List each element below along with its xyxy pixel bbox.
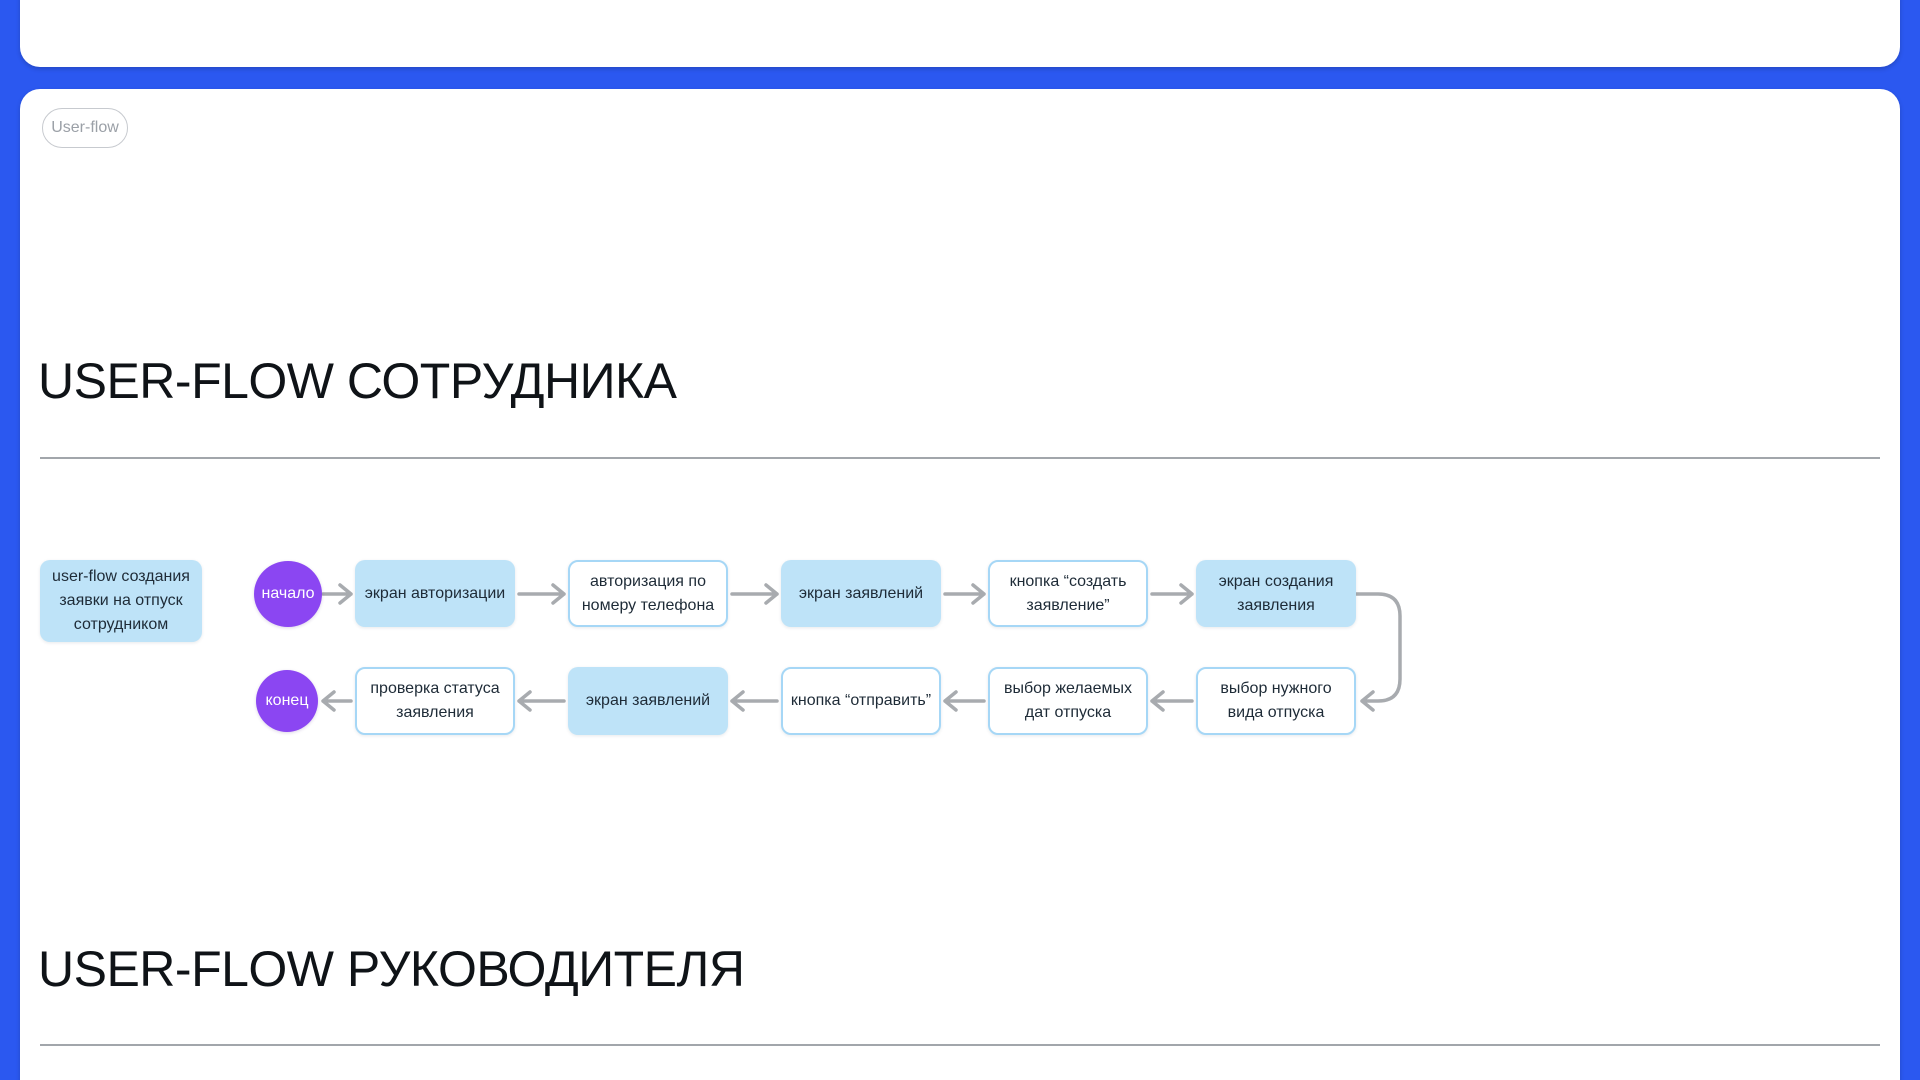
- node-status-check-label: проверка статуса заявления: [370, 680, 500, 721]
- node-auth-screen-label: экран авторизации: [364, 584, 506, 602]
- user-flow-badge[interactable]: User-flow: [42, 108, 128, 148]
- top-frame-card: [20, 0, 1900, 67]
- employee-section-divider: [40, 457, 1880, 459]
- userflow-frame-card: User-flow USER-FLOW СОТРУДНИКА user-flow…: [20, 89, 1900, 1080]
- node-requests-screen-label: экран заявлений: [798, 584, 924, 602]
- node-auth-screen[interactable]: экран авторизации: [355, 560, 515, 627]
- manager-section-title: USER-FLOW РУКОВОДИТЕЛЯ: [38, 941, 745, 997]
- node-vacation-dates-label: выбор желаемых дат отпуска: [1003, 680, 1133, 721]
- node-phone-auth[interactable]: авторизация по номеру телефона: [568, 560, 728, 627]
- node-requests-screen[interactable]: экран заявлений: [781, 560, 941, 627]
- node-vacation-dates[interactable]: выбор желаемых дат отпуска: [988, 667, 1148, 735]
- arrow-auth-screen-to-phone-auth: [517, 583, 566, 605]
- arrow-phone-auth-to-requests: [730, 583, 779, 605]
- employee-userflow-diagram: user-flow создания заявки на отпуск сотр…: [20, 89, 1900, 1080]
- node-vacation-type[interactable]: выбор нужного вида отпуска: [1196, 667, 1356, 735]
- arrow-status-check-to-end: [321, 690, 353, 712]
- flow-start-label: начало: [261, 585, 315, 602]
- arrow-dates-to-send-button: [943, 690, 986, 712]
- user-flow-badge-label: User-flow: [51, 119, 119, 136]
- flow-end-label: конец: [265, 692, 309, 709]
- node-create-request-screen-label: экран создания заявления: [1218, 572, 1334, 614]
- arrow-vacation-type-to-dates: [1150, 690, 1194, 712]
- node-requests-screen-2-label: экран заявлений: [585, 692, 711, 709]
- flow-note-text: user-flow создания заявки на отпуск сотр…: [52, 568, 190, 633]
- node-status-check[interactable]: проверка статуса заявления: [355, 667, 515, 735]
- connector-create-screen-to-vacation-type: [1354, 592, 1402, 712]
- node-vacation-type-label: выбор нужного вида отпуска: [1220, 680, 1332, 721]
- node-create-request-screen[interactable]: экран создания заявления: [1196, 560, 1356, 627]
- flow-note-node[interactable]: user-flow создания заявки на отпуск сотр…: [40, 560, 202, 642]
- node-send-button-label: кнопка “отправить”: [790, 692, 932, 709]
- node-requests-screen-2[interactable]: экран заявлений: [568, 667, 728, 735]
- arrow-requests-to-status-check: [517, 690, 566, 712]
- node-create-request-button[interactable]: кнопка “создать заявление”: [988, 560, 1148, 627]
- node-create-request-button-label: кнопка “создать заявление”: [1009, 572, 1127, 614]
- node-send-button[interactable]: кнопка “отправить”: [781, 667, 941, 735]
- employee-section-title: USER-FLOW СОТРУДНИКА: [38, 353, 677, 409]
- flow-end-node[interactable]: конец: [256, 670, 318, 732]
- arrow-create-button-to-create-screen: [1150, 583, 1194, 605]
- arrow-requests-to-create-button: [943, 583, 986, 605]
- arrow-start-to-auth-screen: [321, 583, 353, 605]
- node-phone-auth-label: авторизация по номеру телефона: [581, 572, 715, 614]
- arrow-send-button-to-requests: [730, 690, 779, 712]
- flow-start-node[interactable]: начало: [254, 561, 322, 627]
- manager-section-divider: [40, 1044, 1880, 1046]
